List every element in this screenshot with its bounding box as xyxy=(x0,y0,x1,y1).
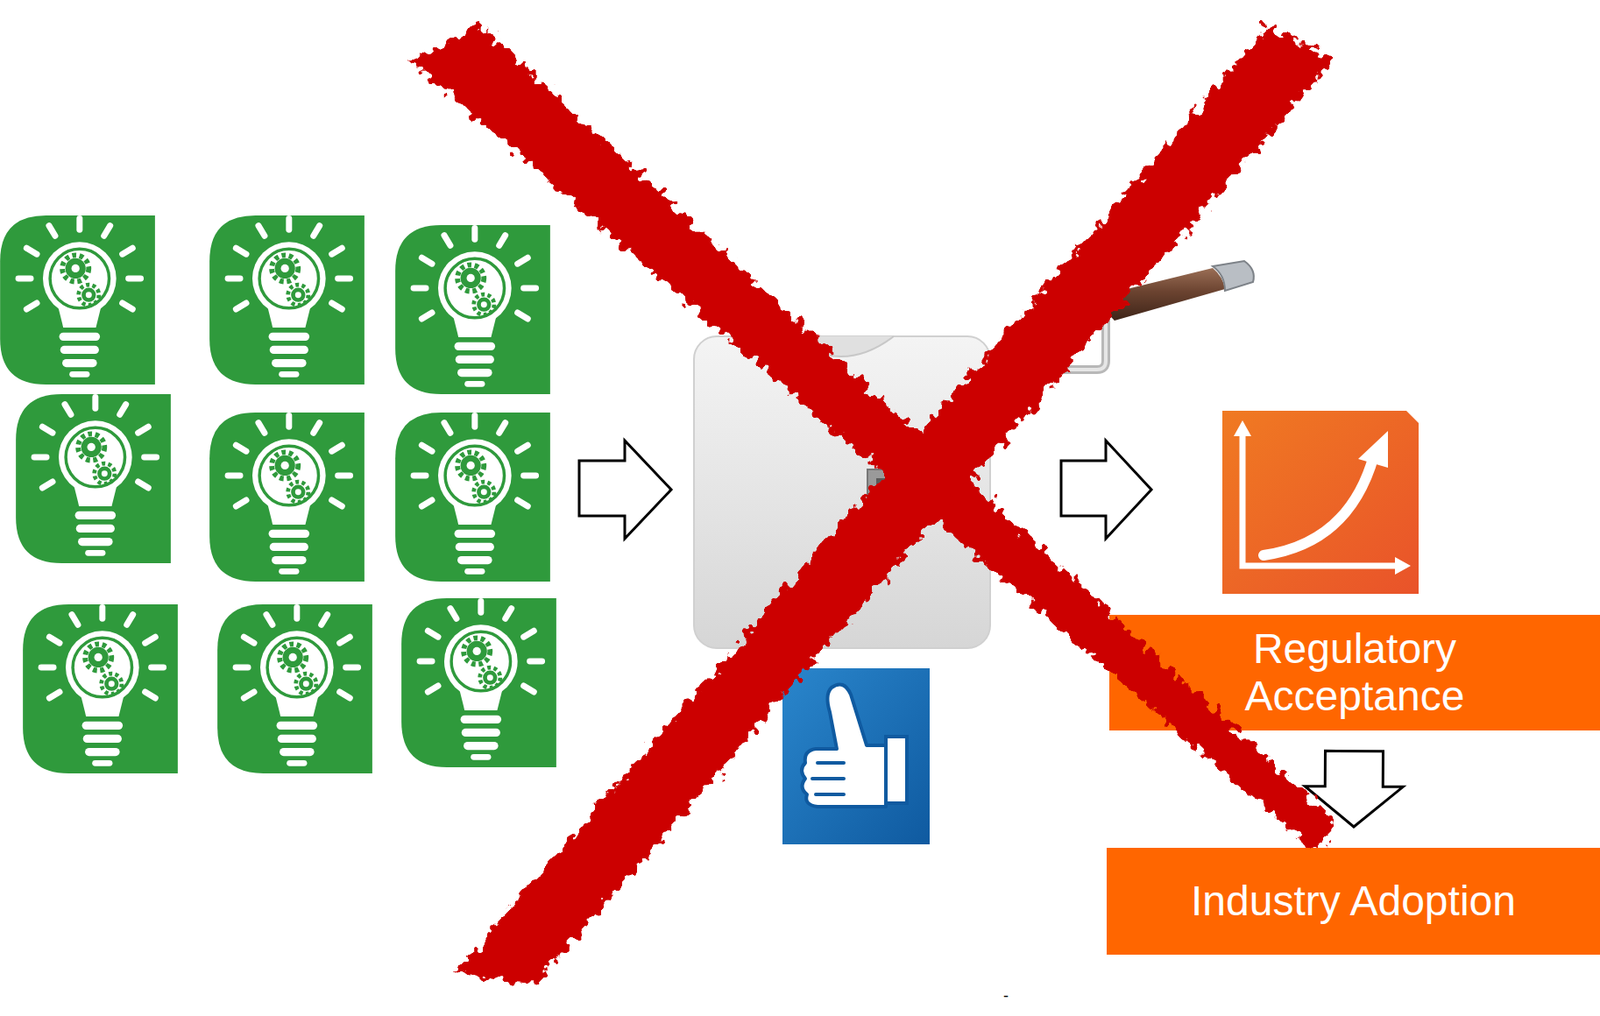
thumbs-up-icon xyxy=(782,668,930,845)
idea-icon xyxy=(401,598,557,768)
idea-icon xyxy=(0,215,156,385)
idea-icon xyxy=(395,412,551,582)
idea-icon xyxy=(209,215,365,385)
stage-band: Industry Adoption xyxy=(1106,848,1600,956)
band-text: Regulatory Acceptance xyxy=(1210,625,1500,721)
block-arrow xyxy=(1304,750,1403,828)
band-text: Industry Adoption xyxy=(1134,877,1573,926)
cross-stroke xyxy=(411,24,1337,852)
crank-handle xyxy=(1021,261,1254,395)
idea-icon xyxy=(209,412,365,582)
idea-icon xyxy=(15,394,171,564)
idea-icon xyxy=(22,604,178,774)
cross-strokes xyxy=(411,24,1337,986)
stage-band: Regulatory Acceptance xyxy=(1109,615,1600,731)
growth-chart-icon xyxy=(1222,410,1419,595)
idea-icon xyxy=(217,604,373,774)
note-mark: - xyxy=(1003,988,1009,1005)
cross-stroke xyxy=(455,26,1334,986)
machine-icon xyxy=(693,336,991,649)
flow-arrow xyxy=(1061,440,1152,539)
idea-icon xyxy=(395,225,551,395)
flow-arrow xyxy=(579,440,672,539)
idea-icons xyxy=(0,215,557,774)
